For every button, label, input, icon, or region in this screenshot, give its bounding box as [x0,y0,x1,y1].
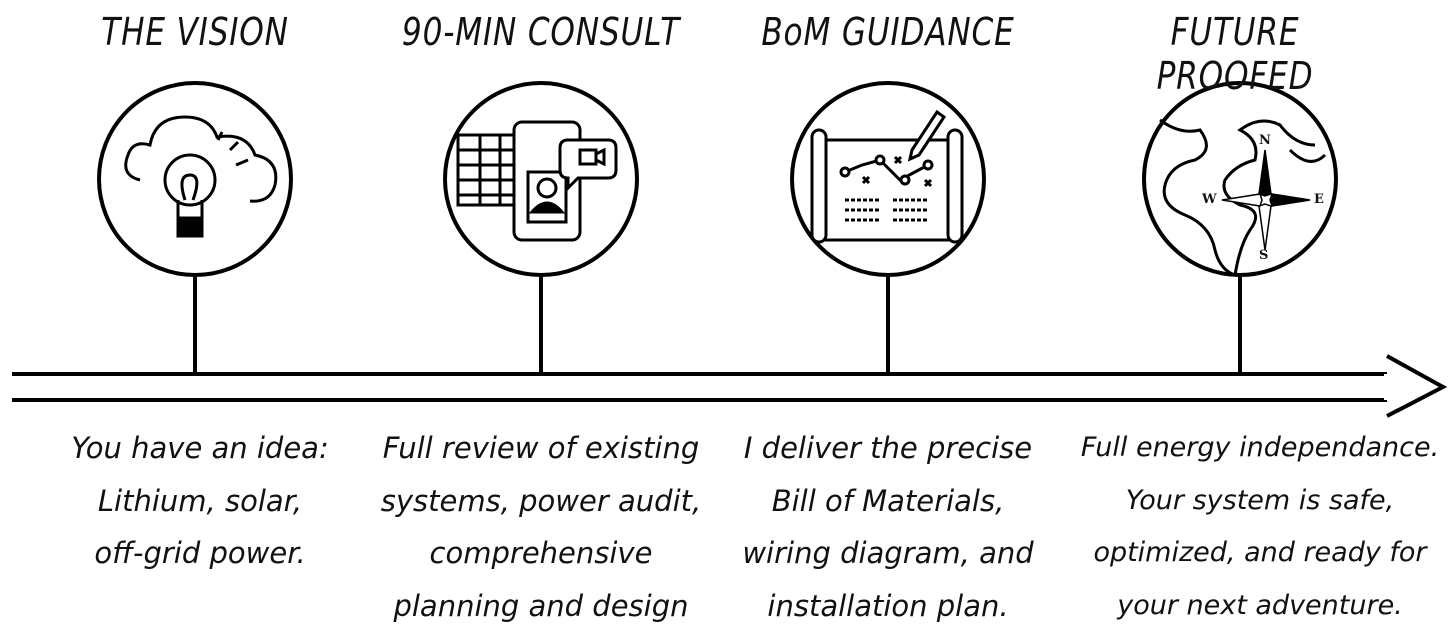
compass-s: S [1259,248,1269,263]
stems [193,273,1242,372]
step-desc-consult: Full review of existing systems, power a… [366,422,716,632]
desc-line: Bill of Materials, [771,483,1005,518]
step-title-future: FUTURE PROOFED [1156,10,1314,98]
step-desc-future: Full energy independance. Your system is… [1080,422,1440,632]
desc-line: installation plan. [767,588,1009,623]
desc-line: optimized, and ready for [1093,537,1427,568]
blueprint-icon [810,109,964,244]
timeline-arrow [12,354,1448,418]
compass-w: W [1202,192,1217,207]
desc-line: your next adventure. [1117,589,1403,621]
compass-rose-icon [1221,149,1311,251]
step-title-vision: THE VISION [101,10,289,54]
step-title-bom: BoM GUIDANCE [761,10,1015,54]
desc-line: Full review of existing [382,431,700,465]
desc-line: Your system is safe, [1125,484,1395,516]
step-title-consult: 90-MIN CONSULT [401,10,681,54]
circles [97,81,1338,277]
desc-line: Full energy independance. [1080,432,1440,463]
desc-line: planning and design [393,588,689,623]
desc-line: off-grid power. [94,536,306,570]
step-desc-vision: You have an idea: Lithium, solar, off-gr… [25,422,375,580]
desc-line: comprehensive [429,536,653,570]
desc-line: wiring diagram, and [742,536,1034,570]
desc-line: You have an idea: [71,431,329,465]
desc-line: Lithium, solar, [97,483,303,518]
compass-e: E [1314,192,1324,207]
desc-line: I deliver the precise [743,431,1033,465]
globe-compass-icon [1159,118,1327,277]
step-desc-bom: I deliver the precise Bill of Materials,… [713,422,1063,632]
desc-line: systems, power audit, [380,483,702,518]
compass-n: N [1259,133,1271,148]
lightbulb-cloud-icon [124,115,278,238]
video-consult-icon [456,120,618,242]
